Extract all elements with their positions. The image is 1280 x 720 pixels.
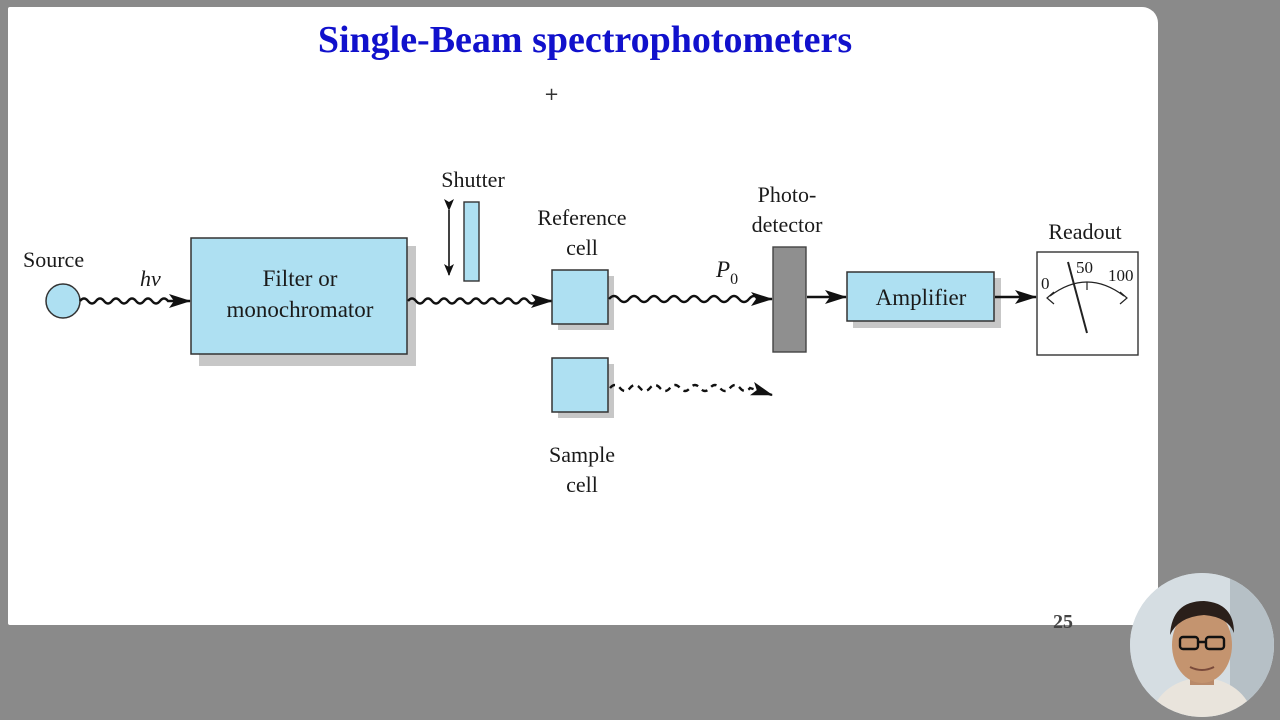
p0-label: P0	[715, 257, 738, 288]
meter-tick-100: 100	[1108, 266, 1134, 285]
reference-label-line2: cell	[566, 235, 598, 260]
sample-label-line2: cell	[566, 472, 598, 497]
slide-page-number: 25	[1053, 611, 1073, 633]
beam-wave-source-filter	[79, 294, 191, 308]
reference-cell-box	[551, 269, 609, 325]
amplifier-box	[846, 271, 995, 322]
source-lamp	[45, 283, 81, 319]
readout-label: Readout	[1048, 219, 1121, 244]
readout-meter-needle	[1067, 261, 1088, 334]
sample-label-line1: Sample	[549, 442, 615, 467]
beam-wave-filter-reference	[407, 294, 553, 308]
presenter-webcam-icon	[1130, 573, 1274, 717]
photodetector-block	[772, 246, 807, 353]
reference-label-line1: Reference	[537, 205, 626, 230]
photodetector-label-line2: detector	[752, 212, 824, 237]
filter-monochromator-box	[190, 237, 408, 355]
beam-wave-reference-detector	[608, 292, 773, 306]
sample-cell-box	[551, 357, 609, 413]
photodetector-label-line1: Photo-	[758, 182, 817, 207]
crosshair-cursor-icon: +	[544, 84, 560, 105]
source-label: Source	[23, 247, 84, 272]
amplifier-label: Amplifier	[876, 285, 967, 310]
slide-title: Single-Beam spectrophotometers	[317, 19, 853, 61]
hv-label: hν	[140, 266, 161, 291]
meter-tick-50: 50	[1076, 258, 1093, 277]
filter-label-line1: Filter or	[263, 266, 338, 291]
beam-wave-sample-dashed	[609, 381, 773, 397]
meter-tick-0: 0	[1041, 274, 1050, 293]
shutter-label: Shutter	[441, 167, 505, 192]
readout-meter-scale-ends	[1046, 291, 1128, 305]
filter-label-line2: monochromator	[227, 297, 374, 322]
shutter-plate	[463, 201, 480, 282]
